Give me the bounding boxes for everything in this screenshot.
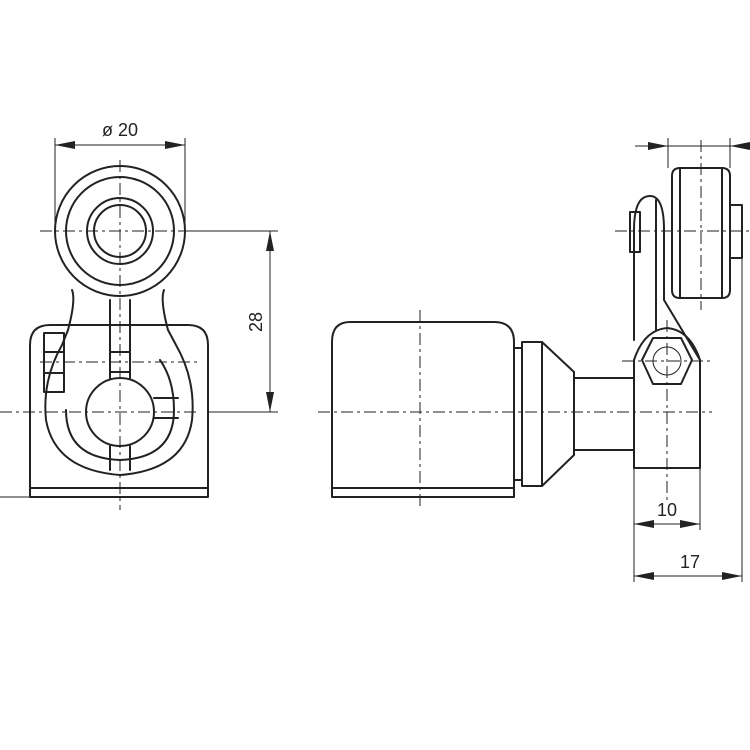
side-housing bbox=[331, 321, 515, 498]
lever-width-label: 10 bbox=[657, 500, 677, 520]
dimension-lever-width: 10 bbox=[633, 468, 701, 582]
front-lever-inner bbox=[65, 359, 175, 461]
dimension-roller-diameter: ø 20 bbox=[54, 120, 186, 231]
side-hex-nut bbox=[641, 337, 693, 385]
front-nut bbox=[43, 332, 65, 393]
dimension-roller-width bbox=[635, 138, 750, 168]
center-distance-label: 28 bbox=[246, 312, 266, 332]
side-lever bbox=[633, 195, 701, 361]
dimension-overall-depth: 17 bbox=[634, 258, 743, 582]
front-view bbox=[0, 160, 209, 510]
dimension-center-distance: 28 bbox=[185, 230, 278, 413]
side-cone bbox=[541, 341, 575, 487]
side-shaft bbox=[573, 377, 635, 451]
front-body-outline bbox=[29, 324, 209, 498]
side-axle-left bbox=[629, 211, 641, 253]
side-flange bbox=[513, 341, 543, 487]
overall-depth-label: 17 bbox=[680, 552, 700, 572]
side-view bbox=[318, 140, 750, 510]
roller-diameter-label: ø 20 bbox=[102, 120, 138, 140]
